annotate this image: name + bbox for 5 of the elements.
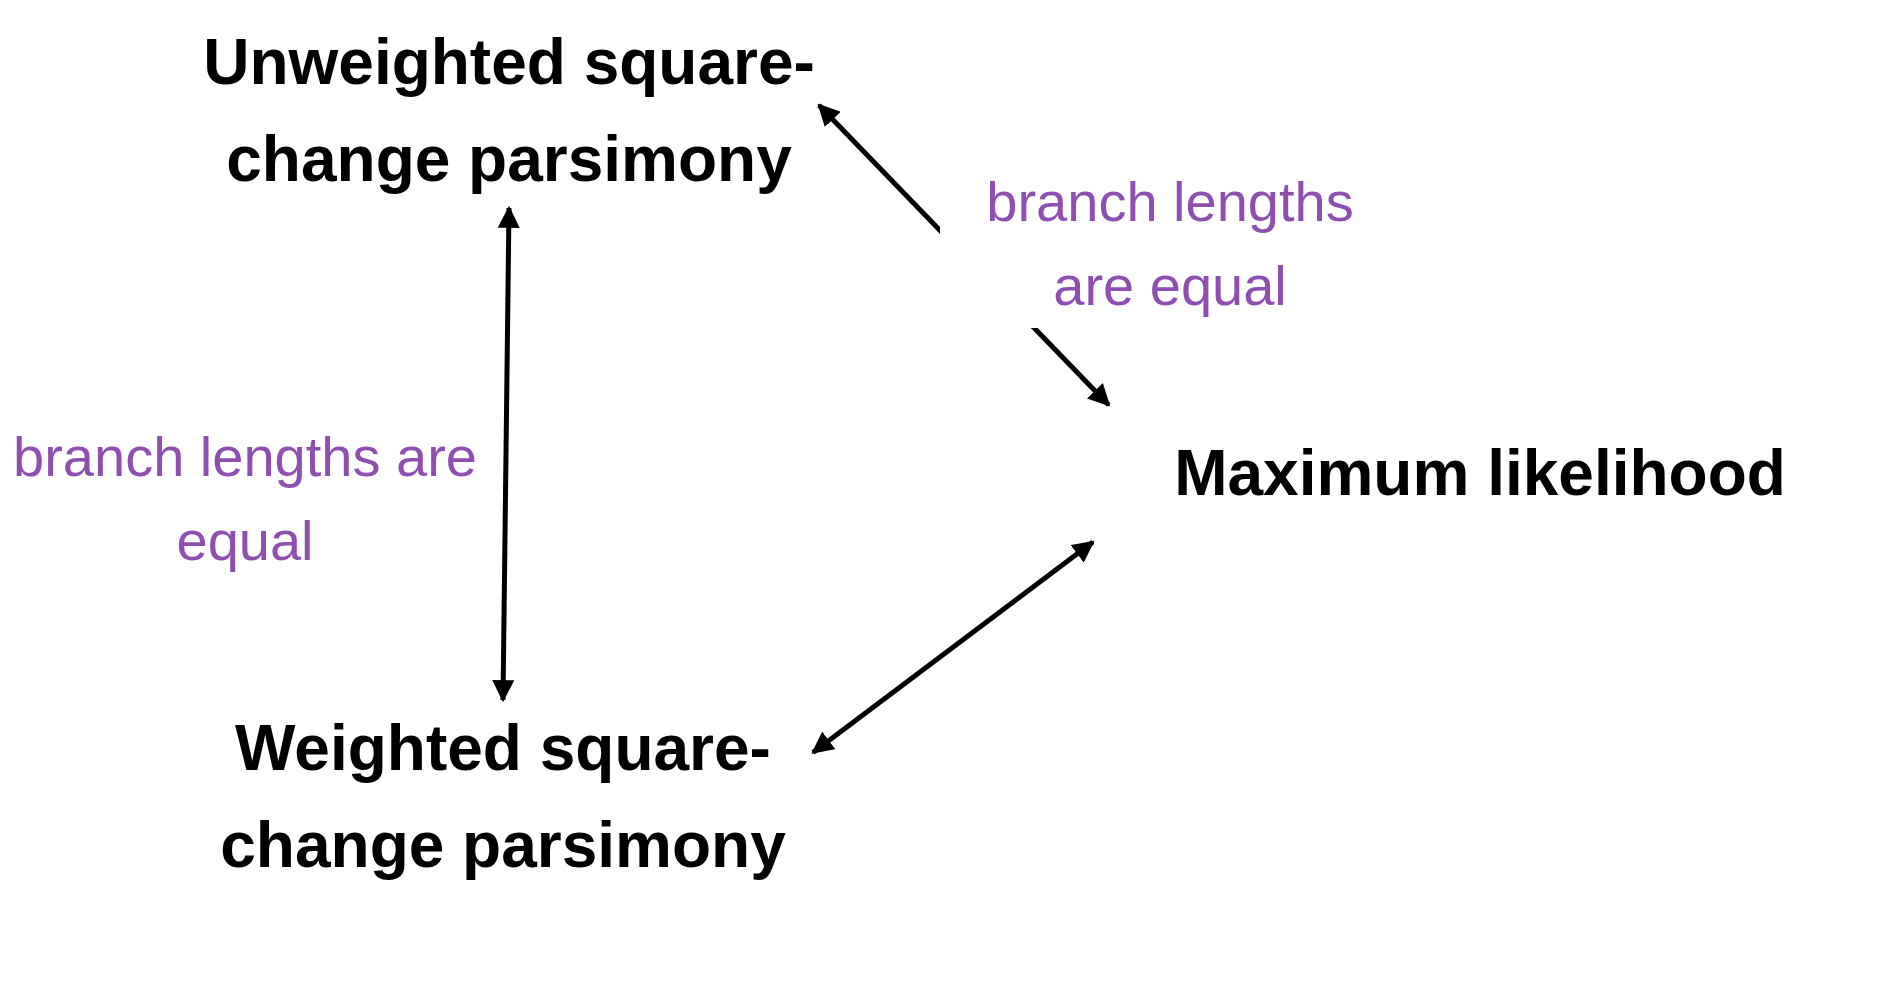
- node-label: Weighted square-change parsimony: [193, 700, 813, 894]
- node-label: Maximum likelihood: [1085, 405, 1875, 542]
- double-arrow: [811, 540, 1095, 755]
- double-arrow: [492, 205, 520, 703]
- node-label: Unweighted square-change parsimony: [199, 14, 819, 208]
